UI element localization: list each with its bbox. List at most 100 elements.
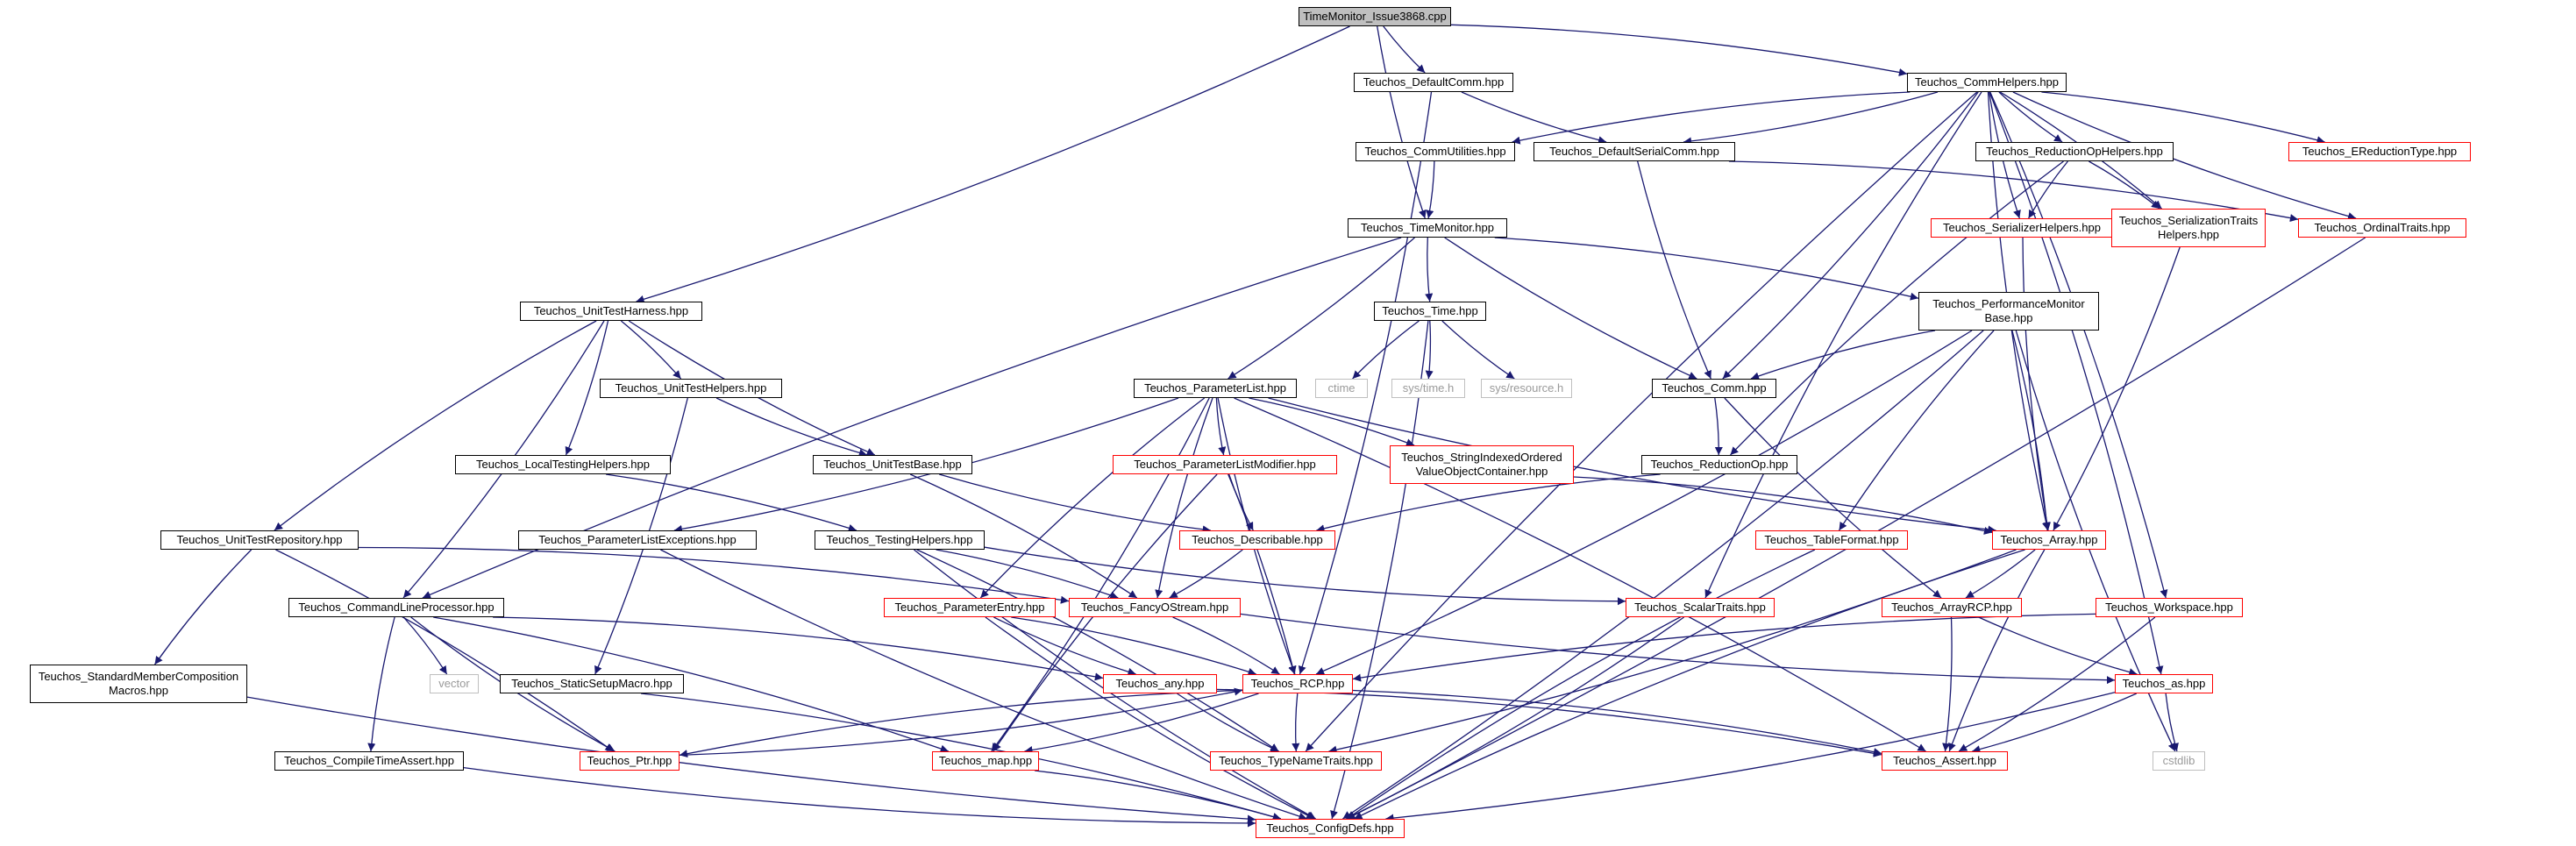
edge-array-to-arrayrcp bbox=[1965, 549, 2036, 599]
node-label: Teuchos_Describable.hpp bbox=[1192, 533, 1323, 546]
edge-unittestrepository-to-ptr bbox=[275, 549, 614, 752]
node-label: Teuchos_StringIndexedOrdered bbox=[1401, 451, 1562, 464]
edge-array-to-configdefs bbox=[1354, 549, 2025, 820]
node-describable[interactable]: Teuchos_Describable.hpp bbox=[1179, 530, 1335, 550]
edge-time-to-sysresource bbox=[1441, 320, 1515, 380]
node-label: Teuchos_Workspace.hpp bbox=[2105, 601, 2233, 614]
node-time[interactable]: Teuchos_Time.hpp bbox=[1374, 302, 1486, 321]
edge-comm-to-reductionop bbox=[1714, 397, 1723, 456]
node-label: Teuchos_UnitTestRepository.hpp bbox=[176, 533, 343, 546]
node-compiletimeassert[interactable]: Teuchos_CompileTimeAssert.hpp bbox=[274, 751, 464, 771]
node-unittestrepository[interactable]: Teuchos_UnitTestRepository.hpp bbox=[160, 530, 359, 550]
edge-commhelpers-to-ereductiontype bbox=[2041, 91, 2325, 145]
edge-parameterlist-to-assert bbox=[1234, 397, 1926, 752]
node-reductionophelpers[interactable]: Teuchos_ReductionOpHelpers.hpp bbox=[1975, 142, 2174, 161]
node-parameterlistexceptions[interactable]: Teuchos_ParameterListExceptions.hpp bbox=[518, 530, 757, 550]
edge-compiletimeassert-to-configdefs bbox=[463, 766, 1256, 828]
edge-parameterlist-to-stringindexed bbox=[1249, 397, 1415, 447]
node-scalartraits[interactable]: Teuchos_ScalarTraits.hpp bbox=[1626, 598, 1775, 617]
node-commutilities[interactable]: Teuchos_CommUtilities.hpp bbox=[1356, 142, 1515, 161]
node-comm[interactable]: Teuchos_Comm.hpp bbox=[1652, 379, 1776, 398]
node-testinghelpers[interactable]: Teuchos_TestingHelpers.hpp bbox=[815, 530, 985, 550]
edge-arrayrcp-to-assert bbox=[1942, 616, 1953, 752]
node-unittestharness[interactable]: Teuchos_UnitTestHarness.hpp bbox=[520, 302, 702, 321]
node-workspace[interactable]: Teuchos_Workspace.hpp bbox=[2096, 598, 2243, 617]
node-label: Teuchos_FancyOStream.hpp bbox=[1080, 601, 1229, 614]
edge-time-to-ctime bbox=[1352, 320, 1420, 380]
edge-rcp-to-typenametraits bbox=[1292, 693, 1300, 752]
edge-commhelpers-to-scalartraits bbox=[1704, 91, 1982, 599]
node-fancyostream[interactable]: Teuchos_FancyOStream.hpp bbox=[1069, 598, 1241, 617]
edge-unittestrepository-to-standardmember bbox=[153, 549, 253, 665]
node-label: Teuchos_SerializerHelpers.hpp bbox=[1943, 221, 2101, 234]
node-ptr[interactable]: Teuchos_Ptr.hpp bbox=[580, 751, 680, 771]
node-label: Teuchos_ConfigDefs.hpp bbox=[1266, 821, 1394, 835]
node-commandlineprocessor[interactable]: Teuchos_CommandLineProcessor.hpp bbox=[288, 598, 504, 617]
node-localtestinghelpers[interactable]: Teuchos_LocalTestingHelpers.hpp bbox=[455, 455, 671, 474]
node-label: sys/time.h bbox=[1402, 381, 1455, 395]
edge-perfmonitorbase-to-comm bbox=[1750, 330, 1936, 380]
edge-reductionophelpers-to-serializationtraitshelpers bbox=[2089, 160, 2160, 210]
node-configdefs[interactable]: Teuchos_ConfigDefs.hpp bbox=[1256, 819, 1405, 838]
node-label: Teuchos_CommandLineProcessor.hpp bbox=[298, 601, 495, 614]
node-label: Teuchos_ParameterListModifier.hpp bbox=[1134, 458, 1316, 471]
node-label: Teuchos_CommHelpers.hpp bbox=[1914, 75, 2060, 89]
node-arrayrcp[interactable]: Teuchos_ArrayRCP.hpp bbox=[1882, 598, 2022, 617]
node-ereductiontype[interactable]: Teuchos_EReductionType.hpp bbox=[2288, 142, 2471, 161]
node-unittestbase[interactable]: Teuchos_UnitTestBase.hpp bbox=[813, 455, 972, 474]
node-reductionop[interactable]: Teuchos_ReductionOp.hpp bbox=[1641, 455, 1797, 474]
node-label: Base.hpp bbox=[1984, 311, 2033, 324]
edge-commhelpers-to-ordinaltraits bbox=[2012, 91, 2357, 220]
edge-unittestbase-to-fancyostream bbox=[909, 473, 1138, 599]
node-commhelpers[interactable]: Teuchos_CommHelpers.hpp bbox=[1907, 73, 2067, 92]
node-defaultcomm[interactable]: Teuchos_DefaultComm.hpp bbox=[1354, 73, 1513, 92]
edge-rcp-to-assert bbox=[1352, 689, 1882, 757]
node-ctime: ctime bbox=[1315, 379, 1368, 398]
node-any[interactable]: Teuchos_any.hpp bbox=[1103, 674, 1217, 693]
edge-localtestinghelpers-to-testinghelpers bbox=[606, 473, 857, 532]
edge-reductionophelpers-to-reductionop bbox=[1730, 160, 2064, 456]
node-rcp[interactable]: Teuchos_RCP.hpp bbox=[1242, 674, 1353, 693]
edge-standardmember-to-configdefs bbox=[246, 696, 1256, 823]
node-label: Teuchos_EReductionType.hpp bbox=[2302, 145, 2458, 158]
node-staticsetupmacro[interactable]: Teuchos_StaticSetupMacro.hpp bbox=[500, 674, 684, 693]
node-map[interactable]: Teuchos_map.hpp bbox=[932, 751, 1039, 771]
node-label: Teuchos_ParameterEntry.hpp bbox=[894, 601, 1045, 614]
node-array[interactable]: Teuchos_Array.hpp bbox=[1992, 530, 2106, 550]
edge-parameterlistexceptions-to-configdefs bbox=[660, 549, 1307, 821]
edge-parameterlist-to-array bbox=[1268, 397, 1996, 534]
edge-unittestbase-to-describable bbox=[939, 473, 1211, 534]
node-label: ctime bbox=[1327, 381, 1356, 395]
node-ordinaltraits[interactable]: Teuchos_OrdinalTraits.hpp bbox=[2298, 218, 2466, 238]
node-label: Teuchos_TableFormat.hpp bbox=[1764, 533, 1899, 546]
edge-scalartraits-to-configdefs bbox=[1346, 616, 1684, 820]
edge-root-to-commhelpers bbox=[1450, 24, 1908, 76]
node-timemonitor[interactable]: Teuchos_TimeMonitor.hpp bbox=[1348, 218, 1507, 238]
node-cstdlib: cstdlib bbox=[2153, 751, 2205, 771]
node-label: Teuchos_Time.hpp bbox=[1382, 304, 1478, 317]
node-typenametraits[interactable]: Teuchos_TypeNameTraits.hpp bbox=[1210, 751, 1382, 771]
node-serializerhelpers[interactable]: Teuchos_SerializerHelpers.hpp bbox=[1931, 218, 2113, 238]
dependency-edges bbox=[153, 24, 2366, 828]
node-unittesthelpers[interactable]: Teuchos_UnitTestHelpers.hpp bbox=[600, 379, 782, 398]
edge-map-to-configdefs bbox=[1035, 770, 1282, 821]
node-parameterentry[interactable]: Teuchos_ParameterEntry.hpp bbox=[884, 598, 1056, 617]
edge-unittestharness-to-localtestinghelpers bbox=[565, 320, 609, 456]
node-assert[interactable]: Teuchos_Assert.hpp bbox=[1882, 751, 2008, 771]
edge-rcp-to-ptr bbox=[679, 689, 1243, 758]
node-parameterlistmodifier[interactable]: Teuchos_ParameterListModifier.hpp bbox=[1113, 455, 1337, 474]
node-label: Teuchos_UnitTestBase.hpp bbox=[823, 458, 962, 471]
node-label: sys/resource.h bbox=[1489, 381, 1564, 395]
node-label: Teuchos_DefaultComm.hpp bbox=[1363, 75, 1505, 89]
node-parameterlist[interactable]: Teuchos_ParameterList.hpp bbox=[1134, 379, 1297, 398]
node-tableformat[interactable]: Teuchos_TableFormat.hpp bbox=[1755, 530, 1908, 550]
edge-commandlineprocessor-to-vector bbox=[402, 616, 448, 675]
node-as[interactable]: Teuchos_as.hpp bbox=[2115, 674, 2213, 693]
node-defaultserialcomm[interactable]: Teuchos_DefaultSerialComm.hpp bbox=[1534, 142, 1735, 161]
edge-unittestrepository-to-fancyostream bbox=[358, 546, 1070, 604]
node-label: Teuchos_Array.hpp bbox=[2000, 533, 2098, 546]
